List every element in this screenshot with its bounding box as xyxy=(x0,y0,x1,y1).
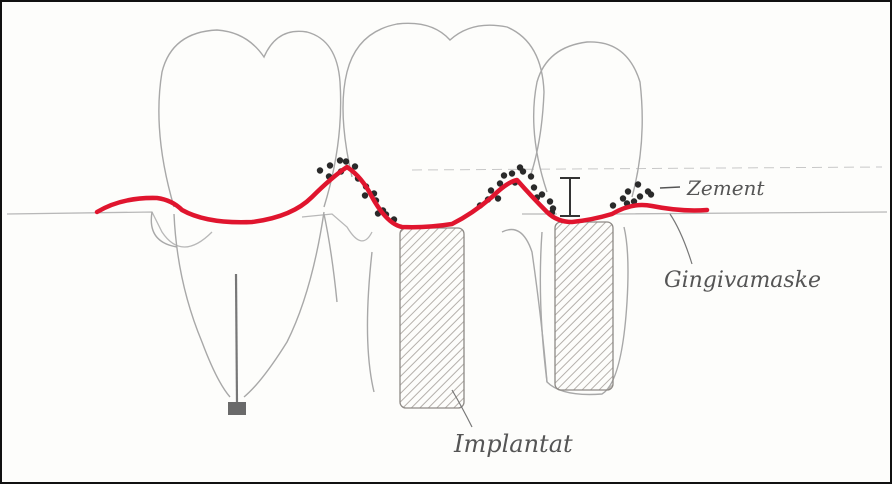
cement-dot xyxy=(547,198,553,204)
dashed-reference-line xyxy=(412,167,882,170)
cement-dot xyxy=(509,170,515,176)
root-canal xyxy=(228,274,246,415)
cement-dot xyxy=(317,167,323,173)
cement-dot xyxy=(637,193,643,199)
cement-dot xyxy=(327,162,333,168)
cement-label: Zement xyxy=(686,176,765,200)
cement-dot xyxy=(635,181,641,187)
cement-dot xyxy=(501,172,507,178)
implant-label: Implantat xyxy=(453,430,573,458)
gingiva-mask-line xyxy=(97,167,707,227)
cement-dot xyxy=(337,157,343,163)
cement-dot xyxy=(362,192,368,198)
implant-right xyxy=(555,222,613,390)
cement-dot xyxy=(531,184,537,190)
cement-dot xyxy=(343,158,349,164)
gingiva-mask-label: Gingivamaske xyxy=(664,268,821,293)
implant-middle xyxy=(400,228,464,408)
cement-dot xyxy=(520,168,526,174)
cement-leader-line xyxy=(660,187,680,188)
cement-dot xyxy=(620,195,626,201)
cement-dot xyxy=(648,191,654,197)
natural-tooth xyxy=(151,30,340,397)
cement-dot xyxy=(625,188,631,194)
gap-indicator xyxy=(560,178,580,216)
gingiva-leader-line xyxy=(670,214,692,264)
cement-dot xyxy=(528,173,534,179)
cement-dot xyxy=(610,202,616,208)
